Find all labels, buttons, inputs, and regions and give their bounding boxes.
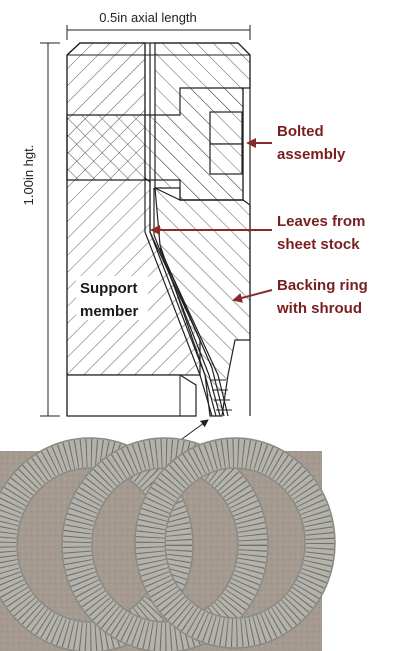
- callout-leaves: Leaves from sheet stock: [150, 213, 365, 253]
- outline: [66, 42, 251, 416]
- height-dimension: 1.00in hgt.: [21, 42, 60, 417]
- bolted-label-line2: assembly: [277, 146, 346, 163]
- leaf-rings-photo: [0, 437, 336, 651]
- support-label-bg: [76, 276, 148, 320]
- leaves-label-line1: Leaves from: [277, 213, 365, 230]
- backing-label-line2: with shroud: [276, 300, 362, 317]
- axial-length-label: 0.5in axial length: [99, 10, 197, 25]
- height-label: 1.00in hgt.: [21, 145, 36, 206]
- leaf-ring-3: [134, 437, 336, 649]
- leaves: [144, 43, 232, 417]
- bolted-label-line1: Bolted: [277, 123, 324, 140]
- axial-length-dimension: 0.5in axial length: [66, 10, 251, 40]
- support-label-line1: Support: [80, 280, 138, 297]
- callout-support: Support member: [76, 276, 148, 320]
- support-label-line2: member: [80, 303, 139, 320]
- leaves-label-line2: sheet stock: [277, 236, 360, 253]
- backing-ring: [67, 42, 251, 417]
- callout-backing: Backing ring with shroud: [232, 277, 368, 317]
- backing-label-line1: Backing ring: [277, 277, 368, 294]
- callout-bolted: Bolted assembly: [246, 123, 346, 163]
